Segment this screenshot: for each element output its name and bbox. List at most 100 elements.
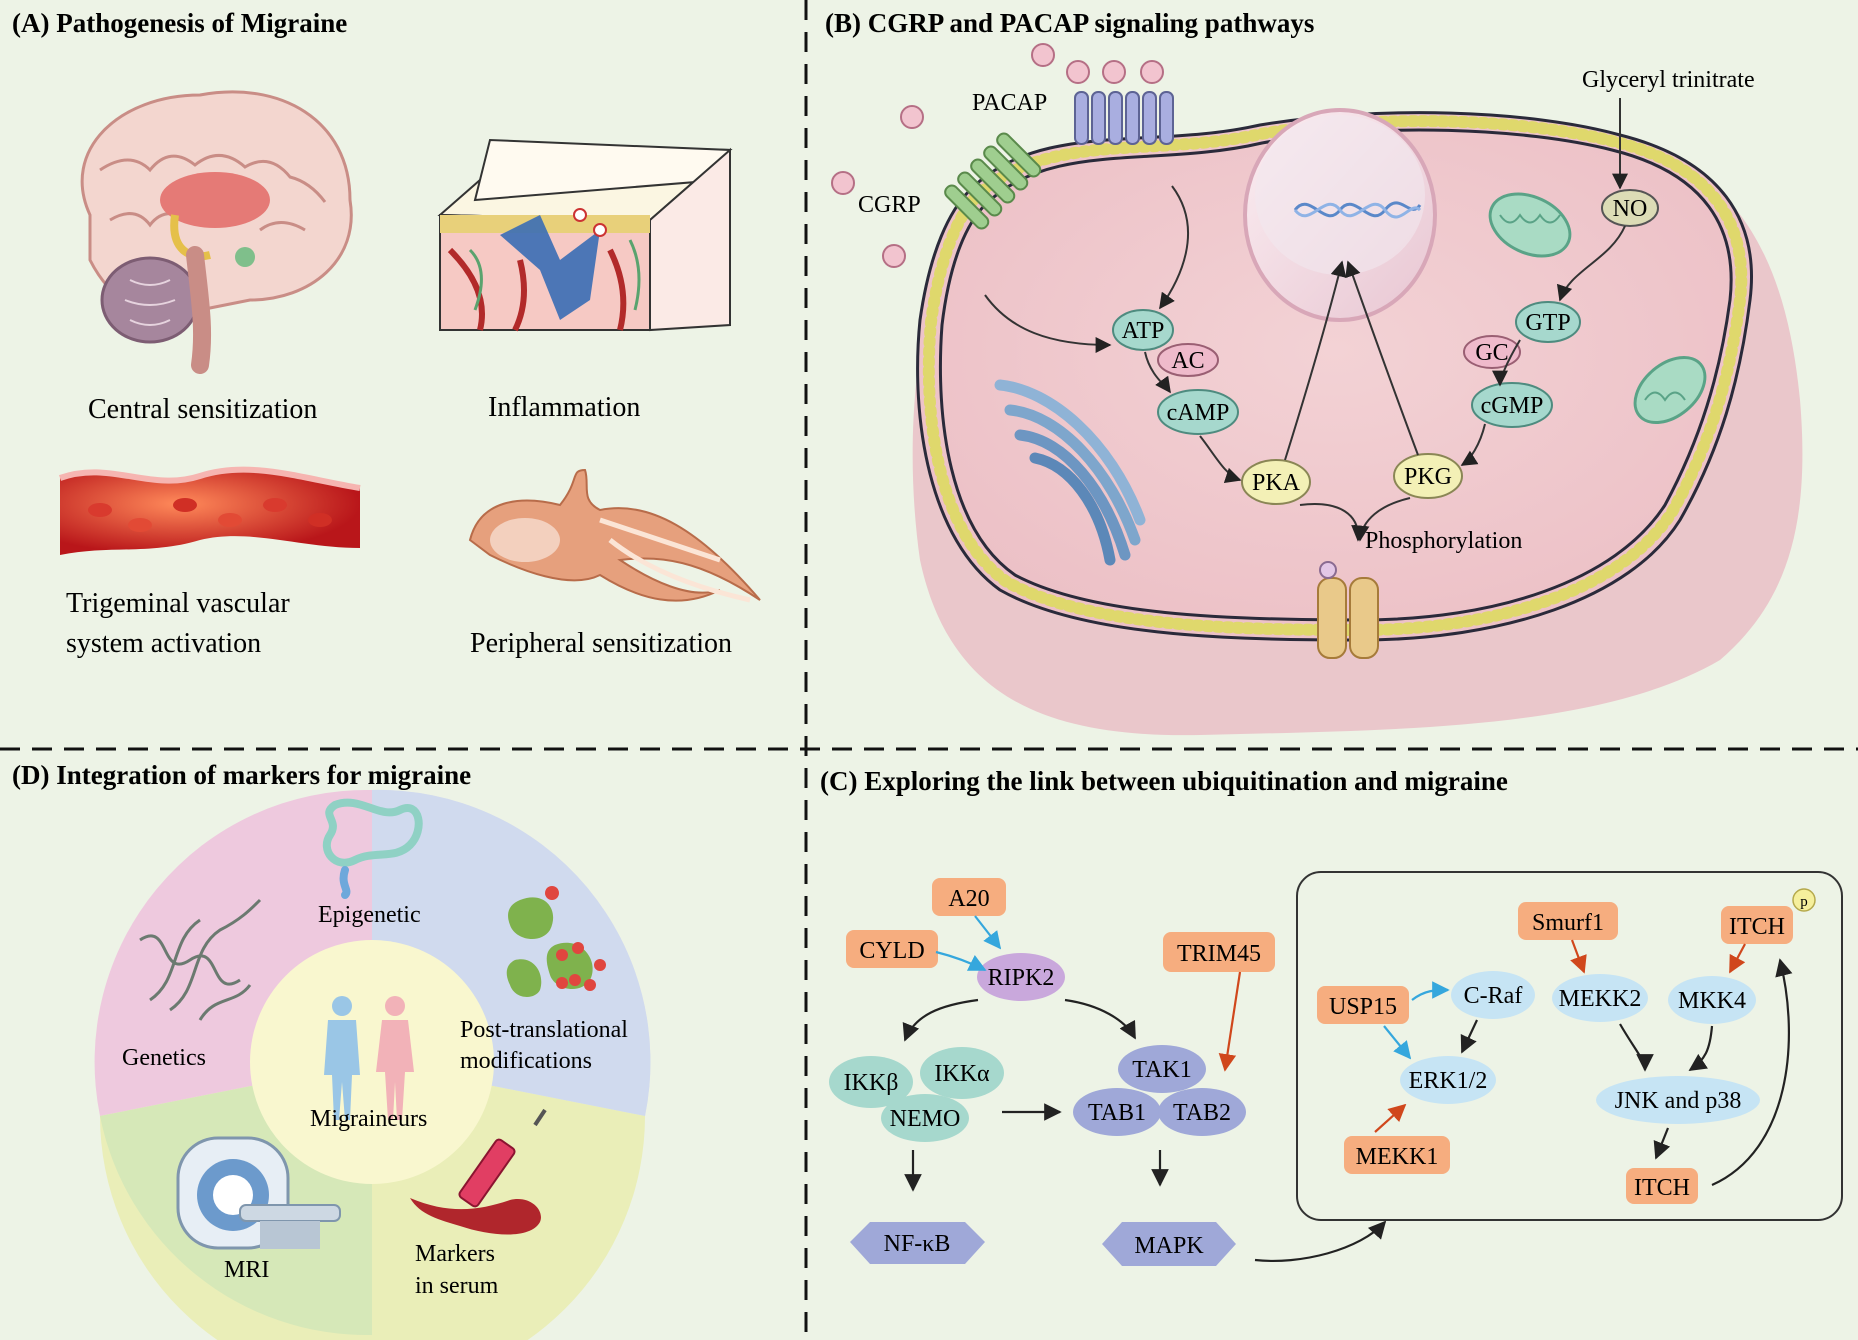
gtp-node	[1515, 301, 1581, 343]
mkk4-node	[1668, 976, 1756, 1024]
nfkb-node	[850, 1222, 985, 1264]
ac-node	[1157, 343, 1219, 377]
cgrp-receptor-illustration	[944, 132, 1042, 230]
camp-node	[1157, 389, 1239, 435]
itch-top-label: ITCH	[1729, 914, 1785, 940]
meninges-illustration	[437, 138, 733, 332]
gtn-label: Glyceryl trinitrate	[1582, 67, 1755, 93]
atp-label: ATP	[1122, 318, 1165, 344]
panel-d-title: (D) Integration of markers for migraine	[12, 760, 471, 790]
ikka-label: IKKα	[934, 1061, 990, 1087]
ligand-molecules	[831, 43, 1164, 268]
trigeminal-label-line2: system activation	[66, 628, 261, 659]
mekk2-label: MEKK2	[1559, 986, 1642, 1012]
peripheral-sensitization-label: Peripheral sensitization	[470, 628, 732, 659]
mapk-node	[1102, 1222, 1236, 1266]
pacap-label: PACAP	[972, 90, 1047, 116]
mitochondria-illustration	[1488, 192, 1707, 425]
nemo-node	[881, 1094, 969, 1142]
tab2-label: TAB2	[1173, 1100, 1231, 1126]
gc-node	[1463, 335, 1521, 369]
central-sensitization-label: Central sensitization	[88, 394, 317, 425]
cyld-label: CYLD	[859, 938, 924, 964]
panel-b-title: (B) CGRP and PACAP signaling pathways	[825, 8, 1314, 38]
pkg-node	[1393, 453, 1463, 499]
smurf1-label: Smurf1	[1532, 910, 1604, 936]
mekk1-label: MEKK1	[1356, 1144, 1439, 1170]
syringe-illustration	[410, 1108, 547, 1235]
dna-illustration	[139, 898, 262, 1021]
ripk2-node	[977, 953, 1065, 1001]
pkg-label: PKG	[1404, 464, 1452, 490]
erk-node	[1400, 1056, 1496, 1104]
brain-illustration	[80, 90, 353, 374]
migraineurs-label: Migraineurs	[310, 1106, 427, 1132]
pacap-receptor-illustration	[1074, 91, 1174, 145]
gc-label: GC	[1475, 340, 1508, 366]
pka-node	[1241, 459, 1311, 505]
epigenetic-illustration	[322, 798, 423, 899]
ripk2-label: RIPK2	[988, 965, 1055, 991]
human-silhouettes	[324, 996, 414, 1120]
panel-c-title: (C) Exploring the link between ubiquitin…	[820, 766, 1508, 796]
jnk-node	[1596, 1076, 1760, 1124]
no-label: NO	[1613, 196, 1648, 222]
inner-pathway-frame	[1296, 871, 1843, 1221]
phosphorylation-label: Phosphorylation	[1365, 528, 1522, 554]
pathway-arrows-c-blue	[935, 915, 1450, 1060]
a20-label: A20	[948, 886, 989, 912]
usp15-label: USP15	[1329, 994, 1397, 1020]
trigeminal-label-line1: Trigeminal vascular	[66, 588, 290, 619]
gtp-label: GTP	[1525, 310, 1570, 336]
ptm-label-line2: modifications	[460, 1048, 592, 1074]
mapk-label: MAPK	[1134, 1233, 1204, 1259]
serum-label-line2: in serum	[415, 1273, 499, 1299]
pka-label: PKA	[1252, 470, 1301, 496]
jnk-label: JNK and p38	[1615, 1088, 1742, 1114]
ikka-node	[920, 1047, 1004, 1099]
golgi-illustration	[994, 379, 1146, 566]
pathway-arrows-b	[984, 98, 1628, 542]
phospho-badge	[1792, 888, 1816, 912]
mekk2-node	[1552, 974, 1648, 1022]
camp-label: cAMP	[1167, 400, 1230, 426]
tak1-label: TAK1	[1132, 1057, 1191, 1083]
nfkb-label: NF-κB	[884, 1231, 951, 1257]
nucleus-illustration	[1243, 108, 1437, 322]
blood-vessel-illustration	[58, 466, 361, 555]
panel-a-title: (A) Pathogenesis of Migraine	[12, 8, 347, 38]
cgmp-node	[1471, 382, 1553, 428]
neuron-illustration	[468, 468, 761, 603]
cgmp-label: cGMP	[1481, 393, 1544, 419]
ptm-illustration	[506, 886, 606, 997]
orange-boxes	[846, 878, 1793, 1204]
nemo-label: NEMO	[890, 1106, 961, 1132]
genetics-label: Genetics	[122, 1045, 206, 1071]
atp-node	[1112, 309, 1174, 351]
tab1-label: TAB1	[1088, 1100, 1146, 1126]
epigenetic-label: Epigenetic	[318, 902, 421, 928]
ikkb-label: IKKβ	[844, 1070, 899, 1096]
mri-scanner-illustration	[176, 1136, 341, 1250]
ac-label: AC	[1171, 348, 1204, 374]
pathway-arrows-c-black	[902, 958, 1793, 1263]
ion-channel-illustration	[1317, 561, 1379, 659]
ptm-label-line1: Post-translational	[460, 1017, 628, 1043]
tak1-node	[1118, 1045, 1206, 1093]
no-node	[1601, 189, 1659, 227]
craf-node	[1451, 971, 1535, 1019]
itch-bottom-label: ITCH	[1634, 1175, 1690, 1201]
ikkb-node	[829, 1056, 913, 1108]
erk-label: ERK1/2	[1409, 1068, 1488, 1094]
inflammation-label: Inflammation	[488, 392, 640, 423]
craf-label: C-Raf	[1464, 983, 1523, 1009]
trim45-label: TRIM45	[1177, 941, 1261, 967]
mkk4-label: MKK4	[1678, 988, 1746, 1014]
cgrp-label: CGRP	[858, 192, 921, 218]
pathway-arrows-c-red	[1218, 939, 1746, 1133]
tab1-node	[1073, 1088, 1161, 1136]
tab2-node	[1158, 1088, 1246, 1136]
serum-label-line1: Markers	[415, 1241, 495, 1267]
phospho-label: p	[1800, 894, 1808, 910]
